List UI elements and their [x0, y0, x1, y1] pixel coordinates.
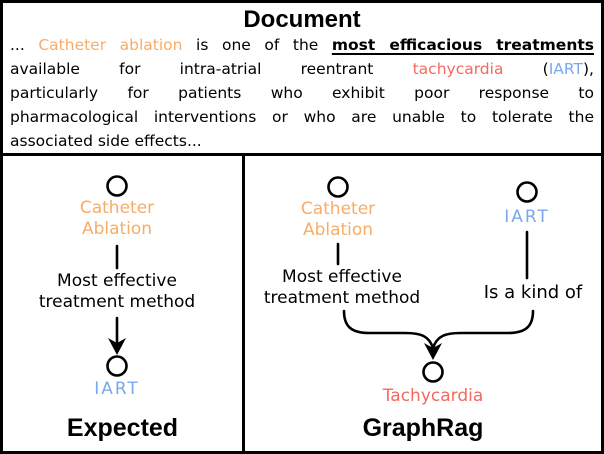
node-circle-tachycardia — [422, 361, 444, 383]
node-label-catheter-ablation: Catheter Ablation — [80, 198, 154, 240]
node-circle-iart — [516, 181, 538, 203]
text-segment-plain: particularly for patients who exhibit po… — [10, 84, 594, 102]
document-line-2: available for intra-atrial reentrant tac… — [10, 57, 594, 81]
text-segment-plain: ( — [503, 60, 549, 78]
node-label-line: Ablation — [81, 219, 153, 239]
document-line-4: pharmacological interventions or who are… — [10, 105, 594, 129]
document-line-5: associated side effects... — [10, 129, 594, 153]
edge-label-line: treatment method — [38, 292, 196, 312]
text-segment-orange: Catheter ablation — [38, 36, 183, 54]
text-segment-plain: available for intra-atrial reentrant — [10, 60, 413, 78]
node-circle-iart — [106, 355, 128, 377]
graphrag-panel-title: GraphRag — [362, 414, 484, 442]
node-label-iart: IART — [504, 207, 550, 227]
edge-label-line: Most effective — [282, 267, 402, 287]
graph-panels: Catheter Ablation Most effective treatme… — [3, 156, 601, 451]
node-label-tachycardia: Tachycardia — [382, 386, 484, 406]
node-label-line: Ablation — [302, 220, 374, 240]
text-segment-plain: pharmacological interventions or who are… — [10, 108, 594, 126]
document-title: Document — [243, 6, 361, 33]
expected-graph — [106, 175, 128, 377]
node-label-iart: IART — [94, 379, 140, 399]
edge-curve-left — [342, 309, 435, 350]
edge-label-line: treatment method — [263, 288, 421, 308]
node-label-line: Catheter — [79, 198, 155, 218]
node-label-line: Catheter — [300, 199, 376, 219]
document-section: Document ... Catheter ablation is one of… — [3, 3, 601, 156]
arrowhead-down-icon — [108, 338, 126, 355]
node-label-catheter-ablation: Catheter Ablation — [301, 199, 375, 241]
expected-panel: Catheter Ablation Most effective treatme… — [3, 156, 245, 451]
edge-label-most-effective: Most effective treatment method — [39, 271, 195, 313]
arrowhead-down-icon — [424, 343, 442, 360]
text-segment-blue: IART — [548, 60, 583, 78]
node-circle-catheter-ablation — [106, 175, 128, 197]
node-circle-catheter-ablation — [327, 176, 349, 198]
graphrag-panel: Catheter Ablation IART Most effective tr… — [245, 156, 601, 451]
document-line-3: particularly for patients who exhibit po… — [10, 81, 594, 105]
graphrag-graph — [327, 176, 538, 383]
edge-label-most-effective: Most effective treatment method — [264, 267, 420, 309]
text-segment-plain: associated side effects... — [10, 132, 202, 150]
document-text: ... Catheter ablation is one of the most… — [3, 33, 601, 153]
edge-label-line: Most effective — [57, 271, 177, 291]
expected-panel-title: Expected — [66, 414, 179, 442]
text-segment-plain: ), — [583, 60, 594, 78]
edge-label-is-a-kind-of: Is a kind of — [483, 282, 583, 303]
edge-curve-right — [431, 309, 535, 350]
text-segment-plain: is one of the — [182, 36, 332, 54]
document-line-1: ... Catheter ablation is one of the most… — [10, 33, 594, 57]
text-segment-bold-underline: most efficacious treatments — [331, 36, 594, 54]
text-segment-red: tachycardia — [412, 60, 504, 78]
text-segment-plain: ... — [10, 36, 39, 54]
